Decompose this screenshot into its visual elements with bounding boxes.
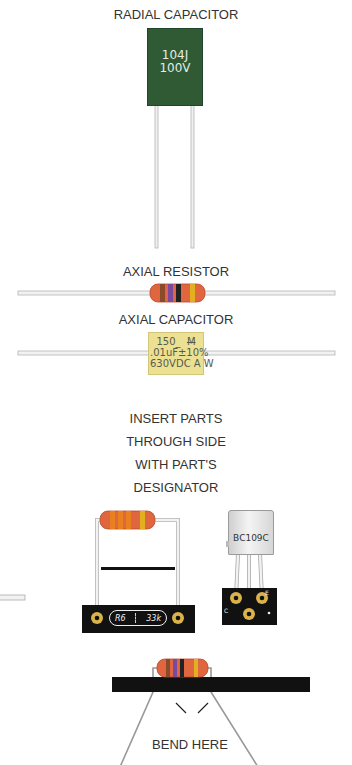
resistor-band [166,659,170,677]
bend-mark [176,703,208,713]
pad-hole [260,596,265,601]
solder-pad [243,608,255,620]
pad-hole [176,616,181,621]
resistor-band [126,511,131,529]
transistor-can: BC109C [228,510,274,555]
resistor-symbol [157,659,208,677]
capacitor-marking: .01uF±10% [150,347,202,358]
designator-text: 33k [146,614,161,623]
resistor-lead [97,520,178,618]
capacitor-marking: 104J 100V [158,49,192,75]
caption-label: RADIAL CAPACITOR [114,7,239,23]
lead-stub [0,595,25,600]
solder-pad [230,592,242,604]
resistor-band [168,284,173,302]
silkscreen-divider [135,613,136,623]
solder-pad [91,612,103,624]
resistor-band [173,659,177,677]
capacitor-marking: M [187,336,196,347]
circuit-board [112,677,310,692]
capacitor-marking: 630VDC A W [150,358,202,369]
resistor-band [118,511,123,529]
caption-label: AXIAL CAPACITOR [119,312,234,328]
caption-label: AXIAL RESISTOR [123,264,229,280]
capacitor-body: 150_ M.01uF±10%630VDC A W [148,332,204,375]
resistor-symbol [100,511,155,529]
pin-dot [268,612,271,615]
caption-label: BEND HERE [152,737,228,753]
pad-hole [95,616,100,621]
caption-label: INSERT PARTS THROUGH SIDE WITH PART'S DE… [120,407,232,499]
resistor-band [176,284,181,302]
resistor-symbol [150,284,205,302]
capacitor-marking-row: 150_ M [150,336,202,347]
resistor-band [140,511,145,529]
resistor-band [160,284,165,302]
resistor-band [190,284,195,302]
pcb-footprint: CE [222,588,277,625]
pcb-footprint: R6 33k [82,605,195,633]
spacer-line [101,567,175,570]
resistor-band [194,659,198,677]
transistor-tab [226,541,229,547]
part-number: BC109C [229,533,273,544]
capacitor-lead [155,104,158,248]
capacitor-marking: 150_ [156,336,180,347]
capacitor-body: 104J 100V [147,28,203,106]
resistor-lead [97,520,178,618]
resistor-band [110,511,115,529]
pad-hole [247,612,252,617]
capacitor-lead [191,104,194,248]
pad-hole [234,596,239,601]
silkscreen-outline: R6 33k [109,610,167,626]
solder-pad [172,612,184,624]
pin-letter: E [265,589,269,596]
designator-text: R6 [115,614,126,623]
resistor-band [180,659,184,677]
pin-letter: C [224,607,228,614]
